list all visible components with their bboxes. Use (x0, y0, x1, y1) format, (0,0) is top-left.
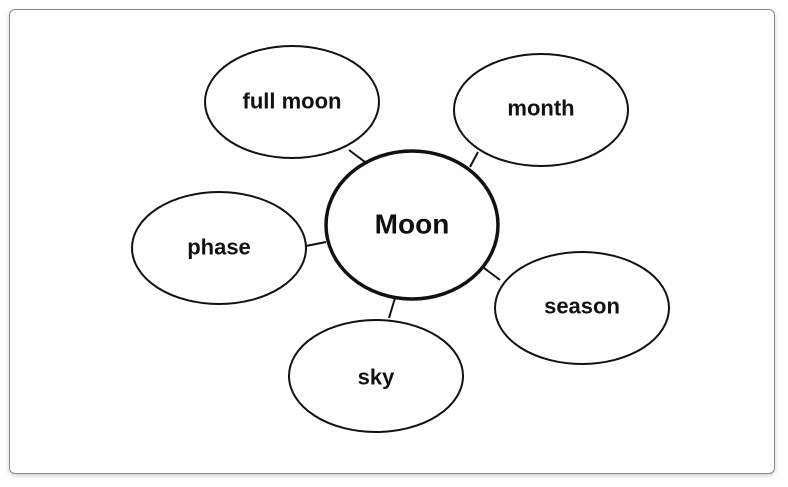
node-sky-ellipse (288, 319, 464, 433)
connector-phase (305, 241, 327, 247)
node-sky: sky (288, 319, 464, 433)
connector-full-moon (348, 149, 366, 163)
connector-month (469, 151, 479, 168)
node-full-moon: full moon (204, 45, 380, 159)
node-season: season (494, 251, 670, 365)
node-phase-ellipse (131, 191, 307, 305)
node-center-ellipse (324, 149, 500, 301)
node-sky-label: sky (358, 365, 395, 390)
node-phase: phase (131, 191, 307, 305)
node-center-label: Moon (375, 209, 450, 240)
node-full-moon-label: full moon (243, 89, 342, 114)
connector-sky (388, 297, 396, 319)
node-month-ellipse (453, 53, 629, 167)
node-full-moon-ellipse (204, 45, 380, 159)
node-month: month (453, 53, 629, 167)
node-phase-label: phase (187, 235, 251, 260)
node-center-moon: Moon (324, 149, 500, 301)
connector-season (483, 267, 501, 281)
node-season-label: season (544, 294, 620, 319)
node-season-ellipse (494, 251, 670, 365)
node-month-label: month (507, 96, 574, 121)
connectors (305, 149, 501, 319)
